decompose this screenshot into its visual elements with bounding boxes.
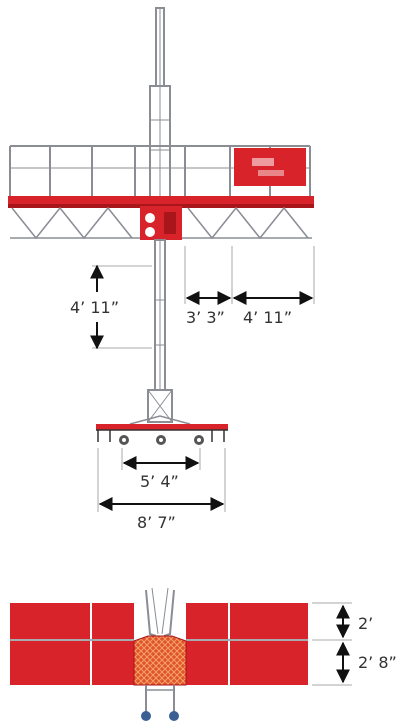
front-elevation bbox=[8, 7, 314, 445]
gap-width-label: 3’ 3” bbox=[186, 308, 225, 327]
side-width-label: 4’ 11” bbox=[243, 308, 292, 327]
outer-base-width-label: 8’ 7” bbox=[137, 513, 176, 532]
plan-center-mesh bbox=[133, 635, 187, 686]
bottom-panel-depth-dimension: 2’ 8” bbox=[336, 641, 397, 684]
mast-height-label: 4’ 11” bbox=[70, 298, 119, 317]
front-dimensions: 4’ 11” 3’ 3” 4’ 11” 5’ 4” 8’ 7” bbox=[70, 246, 315, 532]
mast-height-dimension: 4’ 11” bbox=[70, 264, 119, 350]
top-mast bbox=[149, 7, 171, 217]
gap-width-dimension: 3’ 3” bbox=[185, 291, 232, 327]
outer-base-width-dimension: 8’ 7” bbox=[98, 497, 225, 532]
chassis-base bbox=[96, 415, 228, 445]
plan-mast-arms bbox=[145, 587, 175, 637]
plan-right-wheel bbox=[169, 711, 179, 721]
mast-carriage bbox=[140, 206, 182, 240]
plan-right-panels bbox=[186, 603, 308, 685]
top-panel-depth-dimension: 2’ bbox=[336, 604, 373, 639]
plan-left-panels bbox=[10, 603, 134, 685]
inner-base-width-label: 5’ 4” bbox=[140, 472, 179, 491]
top-panel-depth-label: 2’ bbox=[358, 614, 373, 633]
plan-dimensions: 2’ 2’ 8” bbox=[312, 602, 397, 686]
plan-view bbox=[10, 587, 308, 721]
lower-mast bbox=[147, 239, 173, 423]
bottom-panel-depth-label: 2’ 8” bbox=[358, 653, 397, 672]
side-width-dimension: 4’ 11” bbox=[232, 291, 314, 327]
inner-base-width-dimension: 5’ 4” bbox=[122, 456, 200, 491]
railing-sign-panel bbox=[234, 148, 306, 186]
plan-outriggers bbox=[141, 685, 179, 721]
plan-left-wheel bbox=[141, 711, 151, 721]
